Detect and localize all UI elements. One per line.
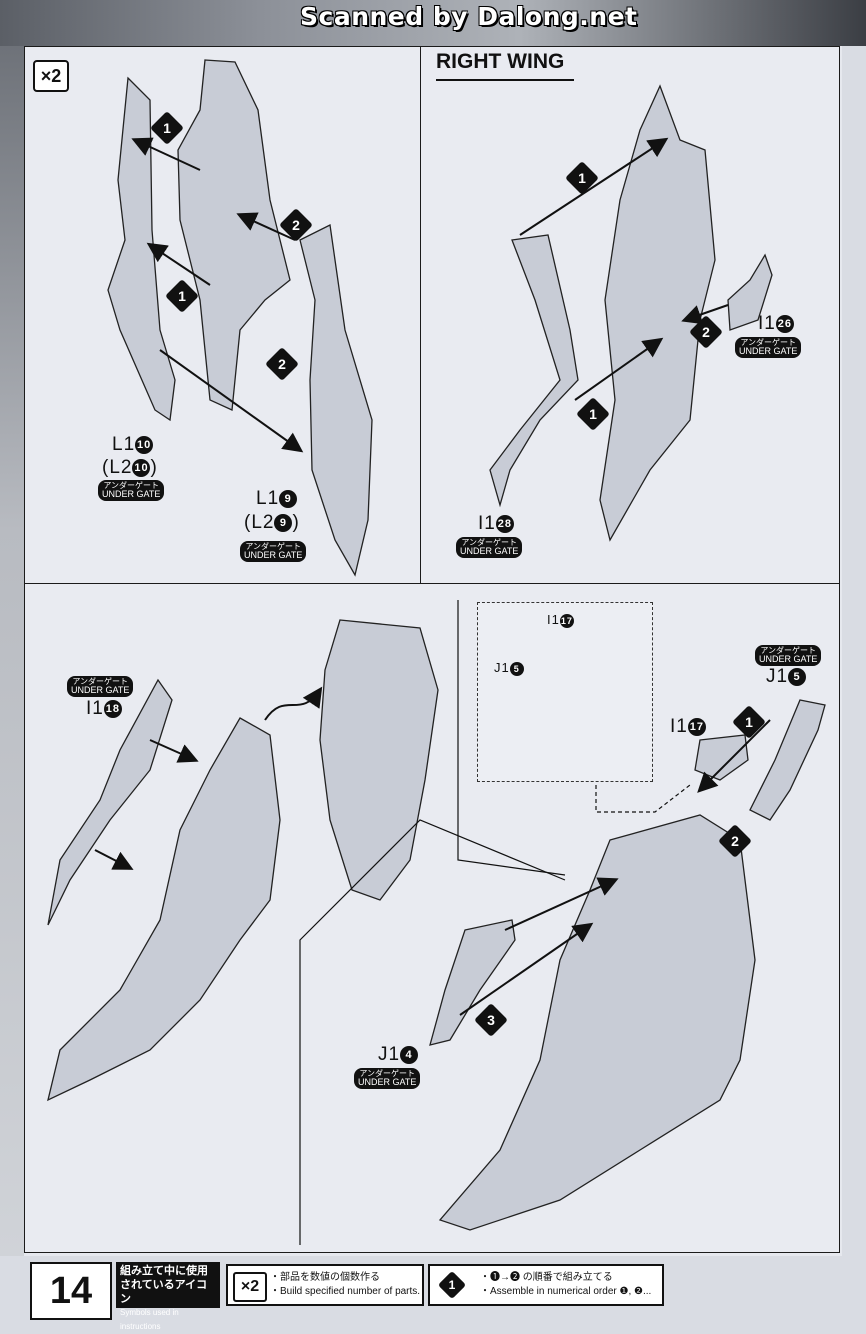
multiplier-icon: ×2 [33, 60, 69, 92]
step-marker-2: 2 [279, 208, 313, 242]
part-l1-10 [107, 76, 176, 422]
step-marker-1: 1 [565, 161, 599, 195]
legend-step-order: 1 ・❶→❷ の順番で組み立てる ・Assemble in numerical … [428, 1264, 664, 1306]
scan-banner [0, 0, 866, 46]
step-marker-1: 1 [150, 111, 184, 145]
part-wing-base [47, 717, 281, 1102]
part-l1-9 [299, 224, 373, 577]
step-marker-2: 2 [718, 824, 752, 858]
part-i1-18 [47, 678, 173, 926]
step-marker-1: 1 [576, 397, 610, 431]
section-title: RIGHT WING [436, 50, 565, 73]
inset-part-label: I117 [547, 612, 574, 628]
page-number: 14 [30, 1262, 112, 1320]
part-wing-core-left [177, 59, 291, 411]
part-j1-4 [429, 919, 516, 1046]
detail-inset [477, 602, 653, 782]
step-icon: 1 [437, 1270, 467, 1300]
step-marker-1: 1 [732, 705, 766, 739]
part-i1-28 [489, 234, 579, 508]
part-j1-5 [749, 699, 826, 821]
step-marker-1: 1 [165, 279, 199, 313]
scan-credit: Scanned by Dalong.net [300, 2, 638, 31]
part-i1-26 [727, 253, 773, 331]
part-wing-cover [319, 619, 439, 901]
multiplier-icon: ×2 [233, 1272, 267, 1302]
part-i1-17 [694, 734, 749, 781]
part-wing-core-right [599, 84, 716, 542]
part-main-wing-assembly [438, 814, 756, 1231]
step-marker-2: 2 [265, 347, 299, 381]
title-underline [436, 79, 574, 81]
page-edge [0, 46, 24, 1256]
step-marker-2: 2 [689, 315, 723, 349]
step-marker-3: 3 [474, 1003, 508, 1037]
legend-multiplier: ×2 ・部品を数値の個数作る ・Build specified number o… [226, 1264, 424, 1306]
icons-legend-title: 組み立て中に使用 されているアイコン Symbols used in instr… [116, 1262, 220, 1331]
